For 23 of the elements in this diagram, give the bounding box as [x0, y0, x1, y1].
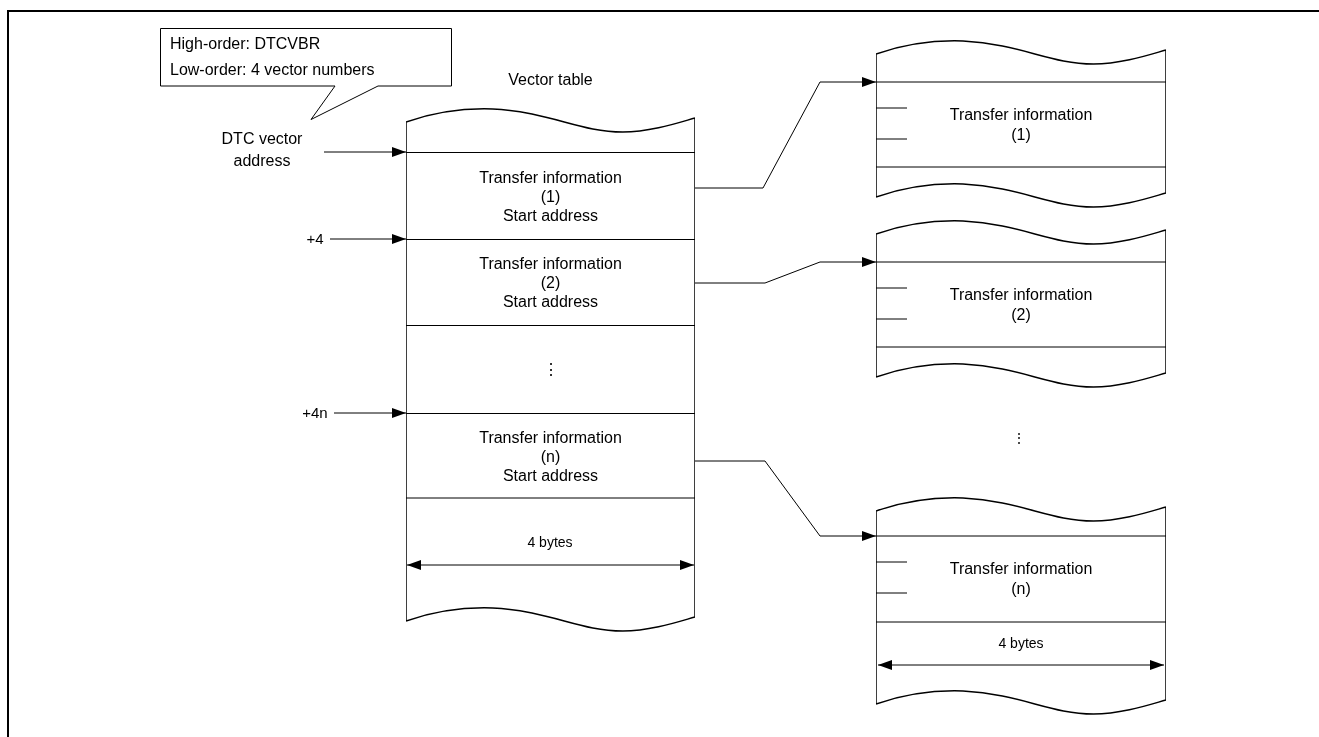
- callout-box: [160, 28, 452, 120]
- callout-text: Low-order: 4 vector numbers: [170, 60, 375, 80]
- offset-label: +4n: [296, 403, 334, 423]
- arrow: [329, 234, 407, 244]
- dimension-label: 4 bytes: [526, 533, 574, 552]
- table-row: ⋮: [406, 325, 695, 413]
- ellipsis-mark: ⋮: [1011, 429, 1027, 448]
- offset-label: DTC vector address: [200, 128, 324, 172]
- table-row: Transfer information (2) Start address: [406, 239, 695, 325]
- arrow: [323, 147, 407, 157]
- table-heading: Vector table: [507, 70, 594, 90]
- dimension-label: 4 bytes: [997, 634, 1045, 653]
- block-text: Transfer information (1): [948, 104, 1094, 145]
- block-text: Transfer information (n): [948, 559, 1094, 599]
- arrow: [694, 460, 877, 541]
- table-row: Transfer information (n) Start address: [406, 413, 695, 498]
- offset-label: +4: [300, 229, 330, 249]
- block-text: Transfer information (2): [948, 284, 1094, 325]
- arrow: [694, 257, 877, 284]
- arrow: [694, 77, 877, 189]
- arrow: [333, 408, 407, 418]
- callout-text: High-order: DTCVBR: [170, 34, 322, 54]
- table-row: Transfer information (1) Start address: [406, 152, 695, 239]
